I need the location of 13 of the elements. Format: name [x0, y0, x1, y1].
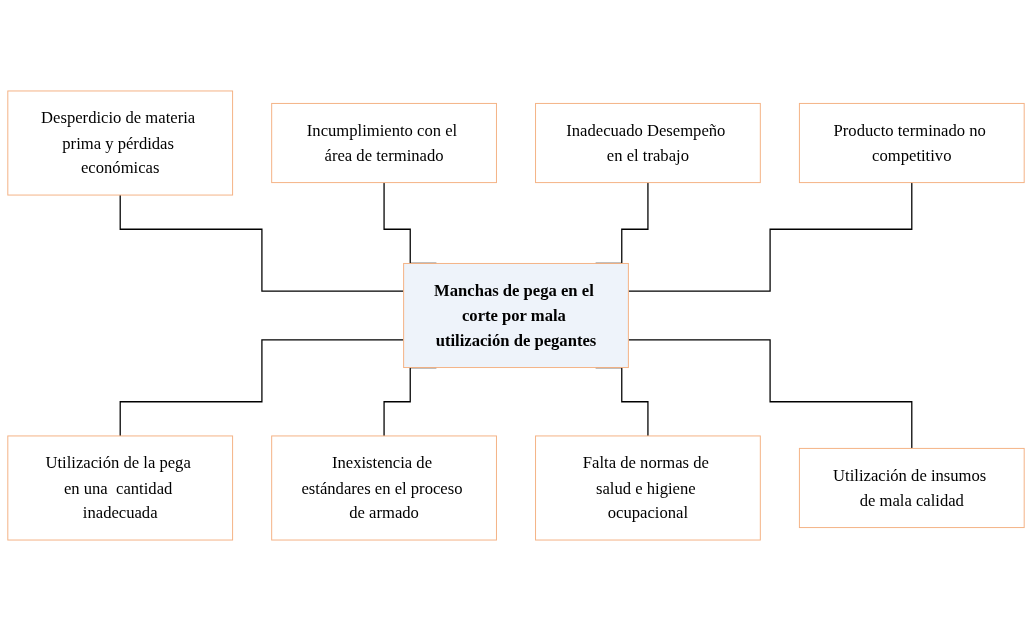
node-box: Incumplimiento con el área de terminado [271, 102, 497, 184]
connector [627, 181, 913, 292]
connector [627, 339, 913, 450]
node-box: Inexistencia de estándares en el proceso de armado [271, 435, 497, 541]
connector [119, 194, 405, 292]
node-box: Falta de normas de salud e higiene ocupacional [535, 435, 761, 541]
node-box: Utilización de insumos de mala calidad [798, 447, 1025, 529]
connector [119, 339, 405, 437]
node-box: Desperdicio de materia prima y pérdidas económicas [7, 90, 234, 196]
node-box: Utilización de la pega en una cantidad inadecuada [7, 435, 234, 541]
node-box: Manchas de pega en el corte por mala utilización de pegantes [403, 262, 629, 369]
node-box: Producto terminado no competitivo [798, 102, 1025, 184]
node-box: Inadecuado Desempeño en el trabajo [535, 102, 761, 184]
